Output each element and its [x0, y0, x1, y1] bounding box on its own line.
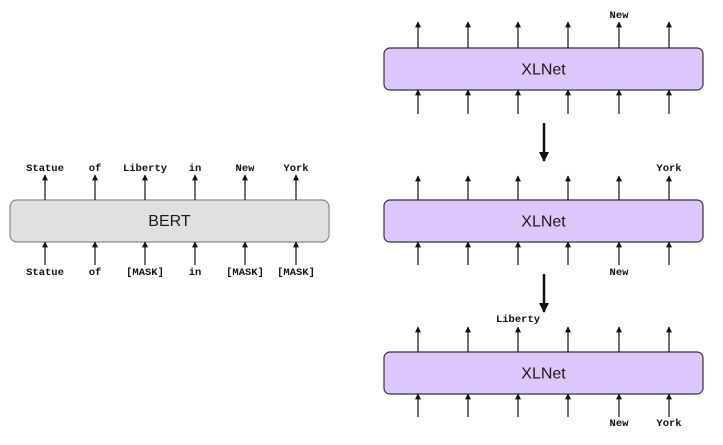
xlnet-step-3: XLNet Liberty New York — [383, 314, 704, 430]
xlnet-box-3 — [383, 351, 704, 395]
bert-input-token-5: [MASK] — [226, 267, 264, 279]
bert-output-arrows — [42, 174, 299, 200]
bert-input-tokens: Statue of [MASK] in [MASK] [MASK] — [26, 267, 315, 279]
bert-output-token-6: York — [283, 163, 308, 175]
xlnet-3-output-token-3: Liberty — [496, 314, 541, 326]
bert-output-token-1: Statue — [26, 163, 64, 175]
bert-output-token-5: New — [236, 163, 256, 175]
bert-box-label: BERT — [148, 213, 191, 230]
bert-output-token-4: in — [189, 163, 202, 175]
xlnet-3-input-token-5: New — [610, 418, 630, 430]
xlnet-step-1: XLNet New — [383, 10, 704, 114]
xlnet-3-output-arrows — [415, 326, 672, 352]
bert-output-token-2: of — [89, 163, 102, 175]
bert-input-token-6: [MASK] — [277, 267, 315, 279]
xlnet-box-label-1: XLNet — [521, 62, 566, 79]
xlnet-1-input-arrows — [415, 89, 672, 114]
xlnet-box-label-3: XLNet — [521, 366, 566, 383]
bert-output-token-3: Liberty — [123, 163, 168, 175]
bert-input-token-3: [MASK] — [126, 267, 164, 279]
bert-input-token-2: of — [89, 267, 102, 279]
bert-input-token-1: Statue — [26, 267, 64, 279]
xlnet-step-2: XLNet York New — [383, 163, 704, 279]
bert-box — [9, 199, 330, 243]
xlnet-2-output-arrows — [415, 175, 672, 200]
bert-input-token-4: in — [189, 267, 202, 279]
xlnet-3-input-token-6: York — [656, 418, 681, 430]
xlnet-2-input-token-5: New — [610, 267, 630, 279]
bert-output-tokens: Statue of Liberty in New York — [26, 163, 309, 175]
bert-block: BERT Statue of Liberty in New York Statu… — [9, 163, 330, 279]
xlnet-1-output-token-5: New — [610, 10, 630, 22]
xlnet-3-input-arrows — [415, 393, 672, 417]
xlnet-box-1 — [383, 47, 704, 91]
xlnet-2-input-arrows — [415, 241, 672, 265]
bert-input-arrows — [42, 241, 299, 265]
xlnet-box-2 — [383, 199, 704, 243]
xlnet-box-label-2: XLNet — [521, 214, 566, 231]
xlnet-1-output-arrows — [415, 21, 672, 48]
xlnet-2-output-token-6: York — [656, 163, 681, 175]
